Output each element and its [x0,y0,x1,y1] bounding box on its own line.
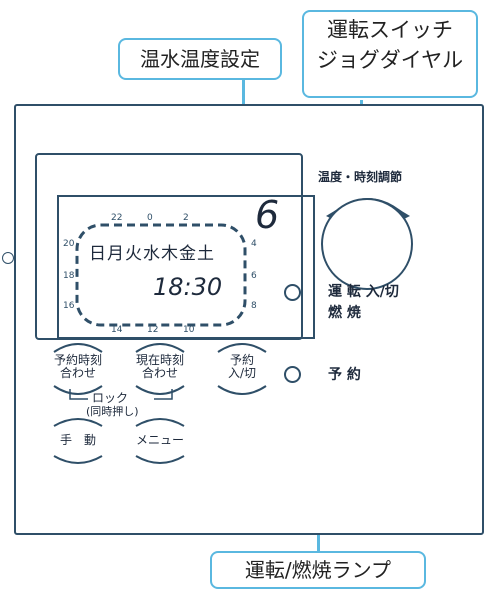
reserve-lamp [284,366,301,383]
callout-water-temp-text: 温水温度設定 [140,47,260,71]
button-arc-icon [135,343,185,395]
reserve-time-set-button[interactable]: 予約時刻 合わせ [46,343,110,395]
tick-top-1: 22 [111,213,123,223]
lock-label: ロック [92,391,129,405]
callout-lamp: 運転/燃焼ランプ [210,551,426,589]
button-arc-icon [135,418,185,464]
callout-switch-line1: 運転スイッチ [327,18,453,42]
tick-bottom-2: 12 [147,325,159,335]
manual-label: 手 動 [59,433,96,447]
reserve-toggle-button[interactable]: 予約 入/切 [210,343,274,395]
tick-left-1: 20 [63,239,75,249]
display-frame: 6 22 0 2 14 12 10 20 18 16 4 6 8 日月火水木金土… [35,153,315,340]
dial-label: 温度・時刻調節 [318,170,403,184]
lcd-display: 6 22 0 2 14 12 10 20 18 16 4 6 8 日月火水木金土… [57,193,315,339]
callout-switch-line2: ジョグダイヤル [316,48,464,73]
button-arc-icon [53,343,103,395]
left-edge-mark [2,252,14,264]
current-time-set-button[interactable]: 現在時刻 合わせ [128,343,192,395]
menu-button[interactable]: メニュー [128,418,192,464]
menu-label: メニュー [135,433,184,447]
button-arc-icon [53,418,103,464]
reserve-time-set-label-1: 予約時刻 [53,353,102,367]
current-time-set-label-1: 現在時刻 [135,353,184,367]
tick-left-3: 16 [63,301,75,311]
tick-bottom-1: 14 [111,325,123,335]
manual-button[interactable]: 手 動 [46,418,110,464]
callout-water-temp: 温水温度設定 [118,38,282,80]
callout-switch: 運転スイッチ ジョグダイヤル [302,10,478,98]
button-arc-icon [217,343,267,395]
lock-note: (同時押し) [86,405,139,418]
tick-top-2: 0 [147,213,153,223]
tick-left-2: 18 [63,271,75,281]
jog-dial[interactable] [321,198,413,290]
remote-panel: 6 22 0 2 14 12 10 20 18 16 4 6 8 日月火水木金土… [14,104,484,535]
callout-lamp-text: 運転/燃焼ランプ [244,558,392,582]
run-lamp [284,284,301,301]
reserve-toggle-label-1: 予約 [229,353,254,367]
time-readout: 18:30 [153,273,223,301]
burn-lamp-label: 燃 焼 [328,305,361,321]
reserve-lamp-label: 予 約 [328,367,361,383]
tick-right-2: 6 [251,271,257,281]
tick-top-3: 2 [183,213,189,223]
tick-bottom-3: 10 [183,325,195,335]
reserve-toggle-label-2: 入/切 [227,366,257,381]
tick-right-3: 8 [251,301,257,311]
run-lamp-label: 運 転 入/切 [328,284,399,300]
reserve-time-set-label-2: 合わせ [59,366,96,381]
timer-ring [75,223,247,327]
lock-bracket [69,389,173,400]
tick-right-1: 4 [251,239,257,249]
temp-digit: 6 [255,193,280,237]
current-time-set-label-2: 合わせ [141,366,178,381]
weekday-row: 日月火水木金土 [89,244,215,264]
